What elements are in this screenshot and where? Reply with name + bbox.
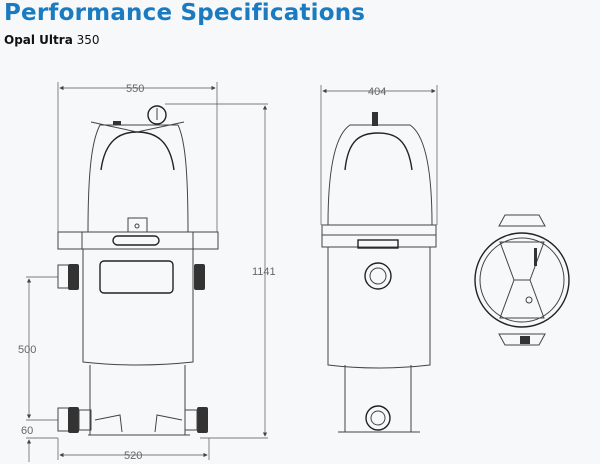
side-view-drawing xyxy=(321,112,437,433)
front-view-drawing xyxy=(57,105,219,436)
front-dimensions: 550 1141 500 60 520 xyxy=(18,82,276,462)
dimension-inlet-500: 500 xyxy=(18,344,36,356)
product-model: 350 xyxy=(76,33,100,47)
clamp-latch-icon xyxy=(520,336,530,344)
side-dimensions: 404 xyxy=(320,85,438,225)
pressure-gauge-icon xyxy=(147,105,167,125)
page-title: Performance Specifications xyxy=(4,0,366,26)
product-subtitle: Opal Ultra 350 xyxy=(4,33,100,47)
gauge-stem-icon xyxy=(372,112,378,126)
dimension-height-1141: 1141 xyxy=(252,266,276,278)
dimension-outlet-60: 60 xyxy=(21,425,33,437)
dimension-base-520: 520 xyxy=(124,450,142,462)
handle-icon xyxy=(534,248,537,266)
air-release-valve-icon xyxy=(113,121,121,125)
top-view-drawing xyxy=(474,214,570,346)
dimension-width-550: 550 xyxy=(126,83,144,95)
product-name: Opal Ultra xyxy=(4,33,73,47)
dimension-side-width-404: 404 xyxy=(368,86,386,98)
